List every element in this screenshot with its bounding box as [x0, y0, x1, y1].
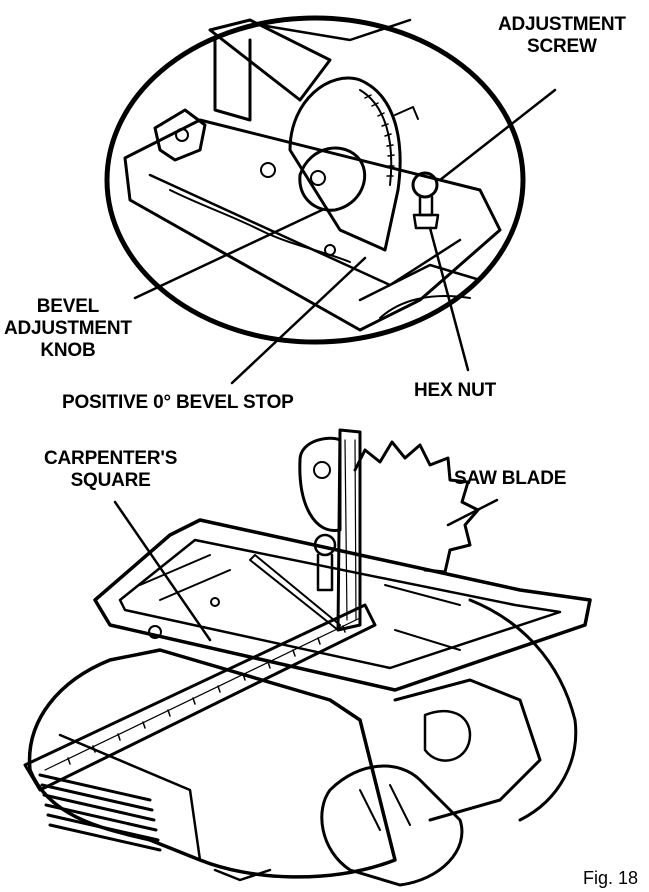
- label-bevel-line3: KNOB: [40, 340, 96, 361]
- leader-hex-nut: [428, 226, 470, 372]
- leader-carpenters-square: [113, 500, 212, 642]
- bevel-knob: [298, 146, 367, 212]
- leader-bevel-knob: [133, 208, 324, 300]
- motor-housing: [27, 648, 397, 879]
- saw-main-view: [23, 428, 592, 887]
- label-saw-blade: SAW BLADE: [454, 468, 567, 489]
- leader-saw-blade: [446, 498, 499, 527]
- saw-shoe: [93, 518, 592, 692]
- label-positive-bevel-stop: POSITIVE 0° BEVEL STOP: [62, 392, 294, 413]
- label-carpenters-line2: SQUARE: [70, 470, 151, 491]
- label-adjustment-screw-line1: ADJUSTMENT: [498, 14, 626, 35]
- saw-blade-outline: [353, 440, 480, 574]
- inset-base-plate: [123, 118, 502, 332]
- detail-circle: [104, 15, 526, 345]
- adjustment-screw-head: [411, 171, 439, 199]
- label-bevel-line2: ADJUSTMENT: [4, 318, 132, 339]
- square-vertical-blade: [336, 428, 362, 632]
- figure-number: Fig. 18: [583, 868, 639, 888]
- detail-inset: [104, 15, 526, 345]
- leader-bevel-stop: [230, 256, 367, 385]
- leader-adjustment-screw: [438, 88, 557, 182]
- label-carpenters-line1: CARPENTER'S: [44, 448, 178, 469]
- label-bevel-line1: BEVEL: [36, 296, 100, 317]
- label-hex-nut: HEX NUT: [414, 380, 496, 401]
- label-bevel-adjustment-knob: BEVEL ADJUSTMENT KNOB: [4, 296, 132, 362]
- label-adjustment-screw: ADJUSTMENT SCREW: [498, 14, 626, 58]
- bevel-quadrant: [288, 76, 402, 252]
- leader-lines: [113, 88, 557, 642]
- label-carpenters-square: CARPENTER'S SQUARE: [44, 448, 177, 492]
- motor-vents: [38, 773, 162, 852]
- label-adjustment-screw-line2: SCREW: [527, 36, 597, 57]
